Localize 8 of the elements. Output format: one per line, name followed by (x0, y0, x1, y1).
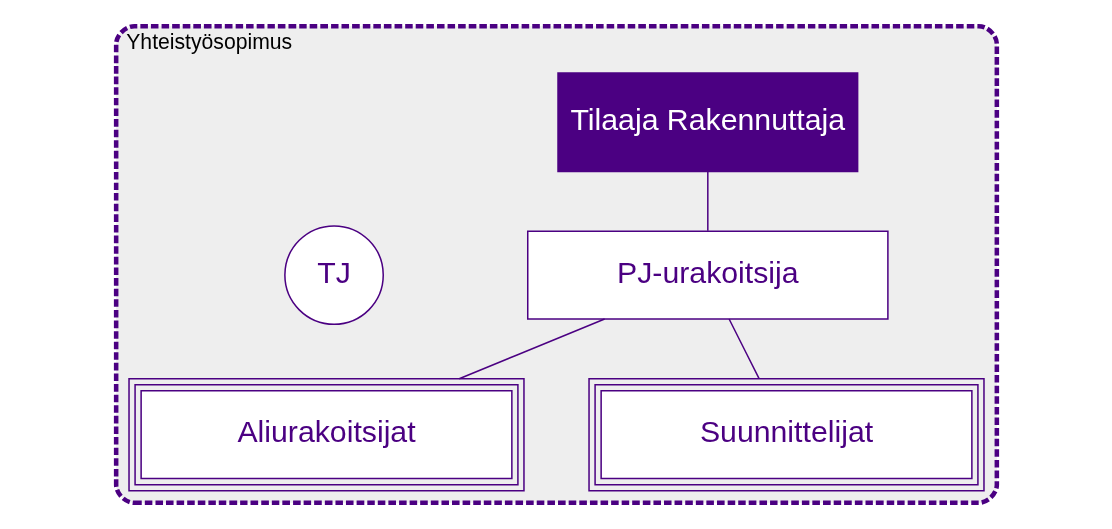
node-box: PJ-urakoitsija (526, 230, 889, 320)
node-circle: TJ (283, 225, 384, 326)
node-box: Tilaaja Rakennuttaja (556, 72, 858, 173)
connector (457, 318, 605, 380)
connector (727, 318, 760, 380)
node-box: Suunnittelijat (587, 378, 985, 492)
connector (706, 170, 709, 232)
node-box: Aliurakoitsijat (127, 378, 525, 492)
